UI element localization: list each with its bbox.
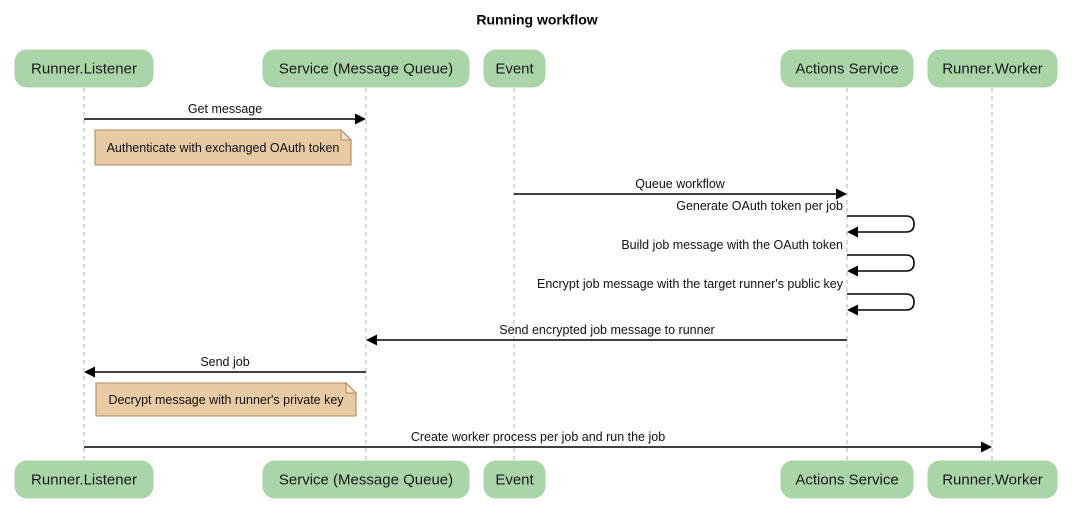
message-label: Send job [200,355,249,369]
arrow-head [847,304,858,316]
actor-box [927,460,1058,499]
actor-label: Runner.Listener [31,471,137,488]
note-fold-corner-icon [345,381,358,394]
actor-event-bottom[interactable]: Event [483,460,546,499]
message-label: Build job message with the OAuth token [621,238,843,252]
actor-actions-service-top[interactable]: Actions Service [780,49,914,88]
note-label: Decrypt message with runner's private ke… [108,393,344,407]
actor-label: Event [495,60,534,77]
message-label: Generate OAuth token per job [676,199,843,213]
actor-runner-worker-bottom[interactable]: Runner.Worker [927,460,1058,499]
note-body [95,382,357,417]
actor-runner-listener-top[interactable]: Runner.Listener [14,49,154,88]
notes-layer: Authenticate with exchanged OAuth tokenD… [94,128,358,417]
actor-label: Runner.Listener [31,60,137,77]
actor-box [262,49,470,88]
actor-label: Service (Message Queue) [279,471,453,488]
lifelines-layer [83,88,993,460]
message-loop-path [847,254,915,272]
actor-box [483,49,546,88]
arrow-head [366,334,377,346]
message-get-message[interactable]: Get message [84,102,366,125]
actor-box [927,49,1058,88]
actor-label: Actions Service [795,471,898,488]
message-label: Create worker process per job and run th… [411,430,665,444]
actor-actions-service-bottom[interactable]: Actions Service [780,460,914,499]
message-generate-oauth-token-per-job[interactable]: Generate OAuth token per job [676,199,915,238]
message-send-encrypted-job-message-to-runner[interactable]: Send encrypted job message to runner [366,323,847,346]
actor-label: Actions Service [795,60,898,77]
actor-label: Service (Message Queue) [279,60,453,77]
message-loop-path [847,293,915,311]
message-label: Send encrypted job message to runner [499,323,714,337]
actor-box [483,460,546,499]
actor-service-message-queue-bottom[interactable]: Service (Message Queue) [262,460,470,499]
message-loop-path [847,215,915,233]
actor-label: Event [495,471,534,488]
message-build-job-message-with-the-oauth-token[interactable]: Build job message with the OAuth token [621,238,915,277]
message-create-worker-process-per-job-and-run-the-job[interactable]: Create worker process per job and run th… [84,430,992,453]
arrow-head [84,366,95,378]
actor-runner-worker-top[interactable]: Runner.Worker [927,49,1058,88]
note-decrypt-message-with-runners-private-key: Decrypt message with runner's private ke… [95,381,358,417]
actor-label: Runner.Worker [942,60,1043,77]
actor-event-top[interactable]: Event [483,49,546,88]
message-label: Encrypt job message with the target runn… [537,277,844,291]
arrow-head [836,188,847,200]
message-queue-workflow[interactable]: Queue workflow [514,177,847,200]
message-label: Queue workflow [635,177,726,191]
message-encrypt-job-message-with-the-target-runners-public-key[interactable]: Encrypt job message with the target runn… [537,277,915,316]
arrow-head [847,265,858,277]
note-label: Authenticate with exchanged OAuth token [107,141,340,155]
note-authenticate-with-exchanged-oauth-token: Authenticate with exchanged OAuth token [94,128,353,166]
actor-box [14,49,154,88]
actor-box [780,49,914,88]
note-body [94,129,352,166]
actor-box [262,460,470,499]
actor-runner-listener-bottom[interactable]: Runner.Listener [14,460,154,499]
arrow-head [847,226,858,238]
actor-box [14,460,154,499]
actor-box [780,460,914,499]
message-send-job[interactable]: Send job [84,355,366,378]
actor-service-message-queue-top[interactable]: Service (Message Queue) [262,49,470,88]
arrow-head [355,113,366,125]
message-label: Get message [188,102,262,116]
note-fold-corner-icon [340,128,353,141]
page-title: Running workflow [476,12,597,28]
actor-label: Runner.Worker [942,471,1043,488]
arrow-head [981,441,992,453]
